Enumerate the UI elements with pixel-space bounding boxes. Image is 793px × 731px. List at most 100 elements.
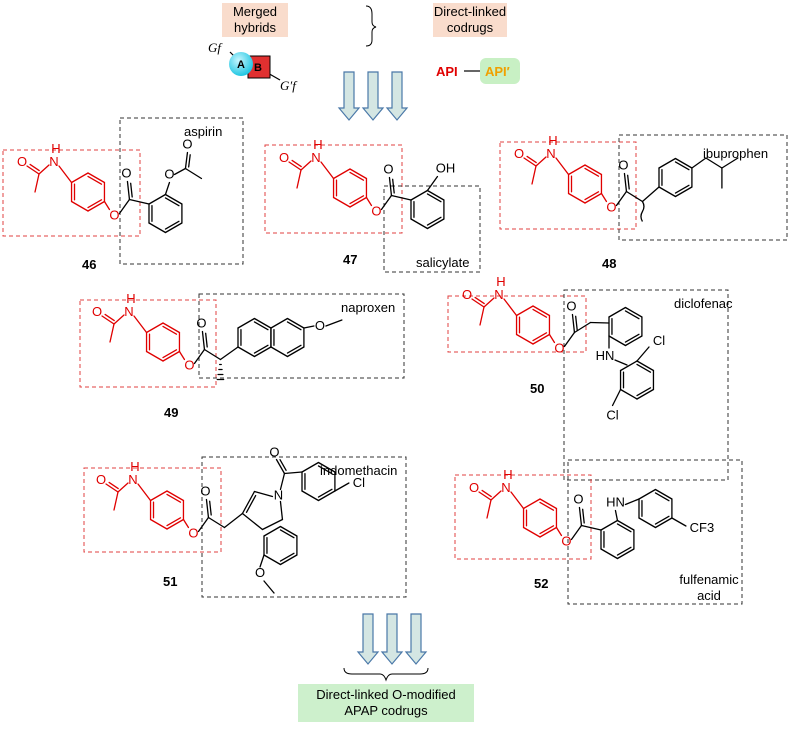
bond [624, 335, 643, 347]
apap-ring [145, 322, 181, 362]
double-bond [627, 174, 630, 190]
carbonyl-o: O [469, 480, 479, 495]
bond [584, 192, 603, 204]
down-arrow-3 [404, 613, 428, 665]
aromatic-bond [87, 175, 103, 185]
compound-number-48: 48 [602, 256, 617, 271]
bond [182, 518, 190, 529]
bond [164, 222, 183, 234]
bond [118, 198, 131, 215]
bond [137, 483, 152, 502]
bond [270, 346, 289, 358]
carbonyl-o: O [514, 146, 524, 161]
diclofenac-ring-a [608, 306, 643, 347]
bond [705, 157, 723, 169]
aromatic-bond [616, 523, 632, 533]
bond [619, 388, 638, 400]
compound-number-47: 47 [343, 252, 358, 267]
double-bond [481, 489, 492, 498]
bond [253, 490, 274, 498]
bond [166, 490, 185, 502]
carbonyl-o: O [462, 287, 472, 302]
indole-n: N [274, 488, 283, 503]
bond [223, 512, 244, 529]
gf-label: Gf [208, 40, 223, 55]
bond [133, 315, 148, 334]
apap-ring [70, 172, 106, 212]
aromatic-bond [253, 344, 269, 354]
bond [483, 297, 495, 308]
carbonyl-o: O [17, 154, 27, 169]
aromatic-bond [164, 197, 180, 207]
ester-o: O [164, 167, 174, 182]
ester-o: O [371, 204, 381, 219]
bond [616, 519, 635, 531]
bond [624, 498, 640, 506]
bond [162, 322, 181, 334]
ester-o: O [606, 200, 616, 215]
ibuprofen-ring [658, 157, 693, 198]
apap-box-46 [2, 149, 141, 237]
naphthalene-ring-a [237, 317, 272, 358]
bond [636, 360, 655, 372]
label-indomethacin: indomethacin [320, 463, 398, 478]
carbonyl-o: O [182, 137, 192, 152]
bond [658, 157, 677, 169]
compound-number-46: 46 [82, 257, 97, 272]
ester-o: O [561, 534, 571, 549]
bond [555, 157, 570, 176]
bond [113, 491, 119, 511]
bond [522, 526, 541, 538]
amide-n: N [49, 154, 58, 169]
wavy-methyl [640, 201, 645, 222]
bond [515, 305, 534, 317]
aromatic-bond [87, 199, 103, 209]
bond [658, 186, 677, 198]
apap-box-52 [454, 474, 592, 560]
partner-box-51 [201, 456, 407, 598]
bond [166, 518, 185, 530]
apap-box-48 [499, 141, 637, 230]
bond [510, 491, 525, 510]
amide-h: H [503, 467, 512, 482]
bond [600, 519, 619, 531]
bond [503, 298, 518, 317]
bond [300, 160, 312, 171]
ring-a-sphere [229, 52, 253, 76]
bond [145, 350, 164, 362]
chloro-bottom: Cl [606, 408, 618, 423]
footer-label: Direct-linked O-modified APAP codrugs [298, 684, 474, 722]
double-bond [104, 313, 115, 322]
bond [522, 498, 541, 510]
bond [70, 172, 89, 184]
ring-b-label: B [254, 62, 262, 74]
double-bond [474, 296, 485, 305]
bond [279, 500, 284, 521]
legend-brace [365, 5, 377, 47]
label-fulfenamic-acid: fulfenamic acid [679, 572, 739, 603]
aromatic-bond [349, 195, 365, 205]
bond [636, 388, 655, 400]
bond [325, 319, 343, 327]
bond [332, 168, 351, 180]
double-bond [288, 161, 302, 171]
bond [197, 516, 210, 533]
bond [539, 498, 558, 510]
apap-box-49 [79, 299, 217, 388]
bond [580, 524, 602, 531]
aromatic-bond [539, 501, 555, 511]
merged-hybrids-label: Merged hybrids [222, 3, 288, 37]
amide-n: N [546, 146, 555, 161]
double-bond [108, 481, 119, 490]
bond [237, 317, 256, 329]
bond [567, 192, 586, 204]
chloro: Cl [353, 475, 365, 490]
bond [128, 198, 150, 205]
bond [279, 472, 286, 491]
bond [301, 461, 320, 473]
